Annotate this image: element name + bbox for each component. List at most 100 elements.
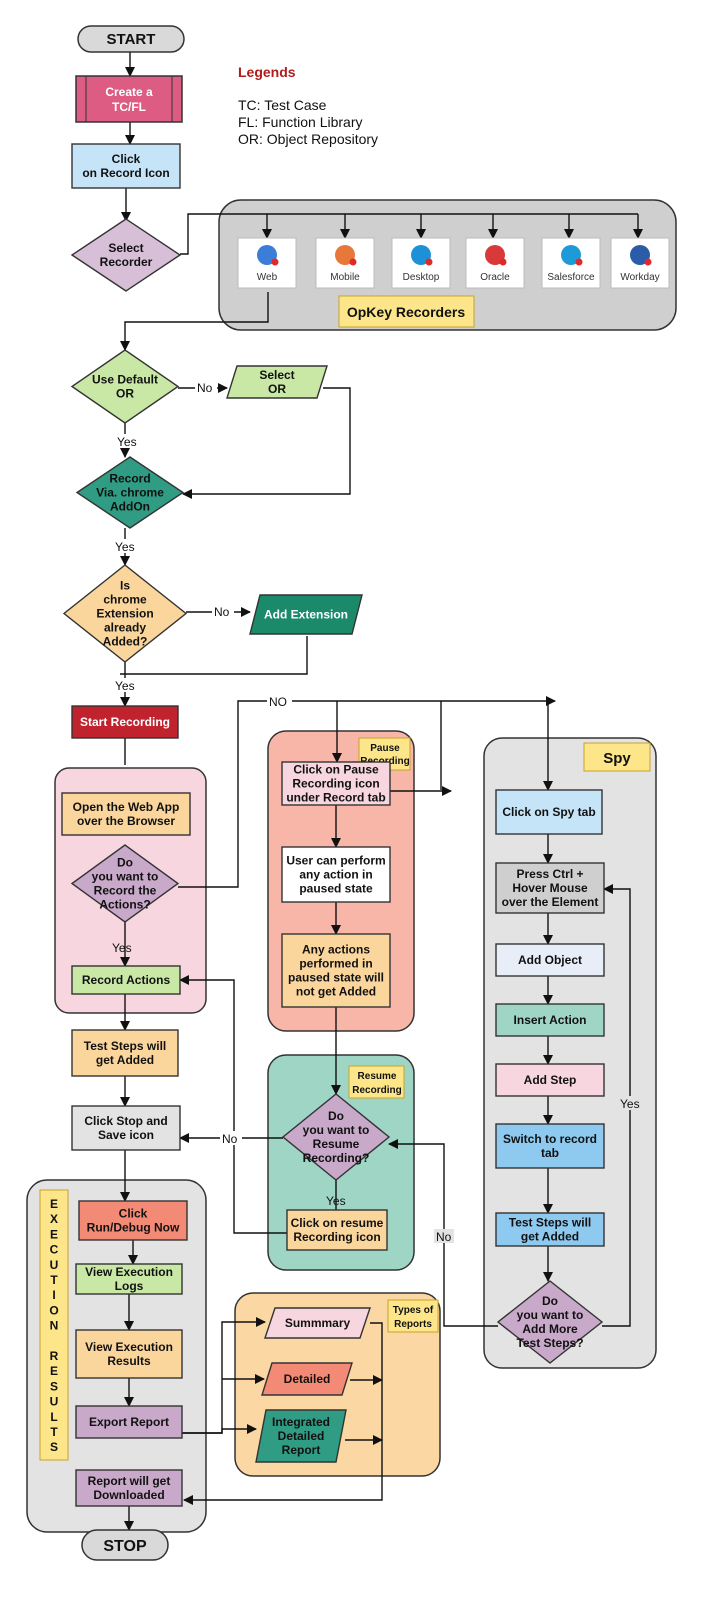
recorder-tile-oracle: Oracle: [465, 237, 525, 289]
node-label: Report: [282, 1443, 321, 1457]
node-label: User can perform: [286, 854, 385, 868]
node-label: Click: [119, 1207, 148, 1221]
node-label: Recording icon: [293, 1230, 380, 1244]
node-label: Record Actions: [82, 973, 171, 987]
svg-text:TC/FL: TC/FL: [112, 100, 146, 114]
summary-process: Summmary: [264, 1307, 371, 1339]
node-label: Recording?: [303, 1151, 370, 1165]
report-types-tag: Types of Reports: [387, 1299, 439, 1333]
node-label: under Record tab: [286, 791, 385, 805]
legend-title: Legends: [238, 64, 296, 80]
node-label: Recording icon: [292, 777, 379, 791]
edge-label-yes: Yes: [326, 1194, 346, 1208]
node-label: not get Added: [296, 985, 376, 999]
node-label: Integrated: [272, 1415, 330, 1429]
svg-text:Reports: Reports: [394, 1319, 432, 1330]
node-label: Add Object: [518, 953, 582, 967]
execution-letter: T: [50, 1425, 58, 1439]
svg-text:Types of: Types of: [393, 1305, 434, 1316]
node-label: you want to: [517, 1308, 584, 1322]
workday-recorder-icon: [630, 245, 652, 266]
execution-letter: O: [49, 1303, 58, 1317]
node-label: you want to: [92, 870, 159, 884]
node-label: chrome: [103, 593, 147, 607]
recorder-label: Salesforce: [547, 272, 595, 283]
node-label: Insert Action: [514, 1013, 587, 1027]
node-label: Record: [109, 472, 150, 486]
node-label: Test Steps will: [509, 1216, 591, 1230]
node-label: Downloaded: [93, 1488, 164, 1502]
node-label: get Added: [521, 1230, 579, 1244]
execution-letter: U: [50, 1395, 59, 1409]
node-label: Press Ctrl +: [516, 867, 583, 881]
start-recording-process: Start Recording: [71, 705, 179, 739]
recorder-tile-desktop: Desktop: [391, 237, 451, 289]
legend: Legends TC: Test Case FL: Function Libra…: [238, 64, 378, 147]
node-label: AddOn: [110, 500, 150, 514]
legend-item: FL: Function Library: [238, 114, 363, 130]
stop-terminal: STOP: [81, 1529, 169, 1561]
node-label: Save icon: [98, 1128, 154, 1142]
node-label: Report will get: [88, 1474, 171, 1488]
recorder-tile-salesforce: Salesforce: [541, 237, 601, 289]
node-label: Summmary: [285, 1316, 351, 1330]
node-label: Click: [112, 152, 141, 166]
node-label: OR: [116, 387, 134, 401]
edge-label-yes: Yes: [117, 435, 137, 449]
node-label: any action in: [299, 868, 372, 882]
legend-item: TC: Test Case: [238, 97, 327, 113]
edge-label-yes: Yes: [620, 1097, 640, 1111]
recorder-tile-web: Web: [237, 237, 297, 289]
execution-letter: X: [50, 1212, 58, 1226]
execution-letter: R: [50, 1349, 59, 1363]
recorder-tile-workday: Workday: [610, 237, 670, 289]
execution-letter: S: [50, 1440, 58, 1454]
salesforce-recorder-icon: [561, 245, 583, 266]
recorder-label: Oracle: [480, 272, 510, 283]
edge-label-no: No: [222, 1132, 238, 1146]
edge-label-no: No: [197, 381, 213, 395]
svg-text:Pause: Pause: [370, 743, 400, 754]
svg-text:Resume: Resume: [358, 1071, 397, 1082]
node-label: Click on Pause: [293, 763, 379, 777]
node-label: on Record Icon: [82, 166, 169, 180]
start-terminal: START: [77, 25, 185, 53]
node-label: Do: [542, 1294, 558, 1308]
node-label: Start Recording: [80, 715, 170, 729]
web-recorder-icon: [257, 245, 279, 266]
node-label: Test Steps?: [516, 1336, 583, 1350]
execution-letter: U: [50, 1258, 59, 1272]
add-object-process: Add Object: [495, 943, 605, 977]
execution-letter: T: [50, 1273, 58, 1287]
svg-text:Recording: Recording: [352, 1085, 401, 1096]
node-label: Run/Debug Now: [87, 1221, 180, 1235]
edge-label-yes: Yes: [112, 941, 132, 955]
legend-item: OR: Object Repository: [238, 131, 378, 147]
click-spy-process: Click on Spy tab: [495, 789, 603, 835]
node-label: Detailed: [278, 1429, 325, 1443]
resume-recording-tag: Resume Recording: [348, 1065, 405, 1099]
node-label: paused state: [299, 882, 373, 896]
node-label: Actions?: [99, 898, 150, 912]
node-label: Do: [328, 1109, 344, 1123]
node-label: Click Stop and: [84, 1114, 167, 1128]
detailed-process: Detailed: [261, 1362, 353, 1396]
recorder-label: Mobile: [330, 272, 360, 283]
